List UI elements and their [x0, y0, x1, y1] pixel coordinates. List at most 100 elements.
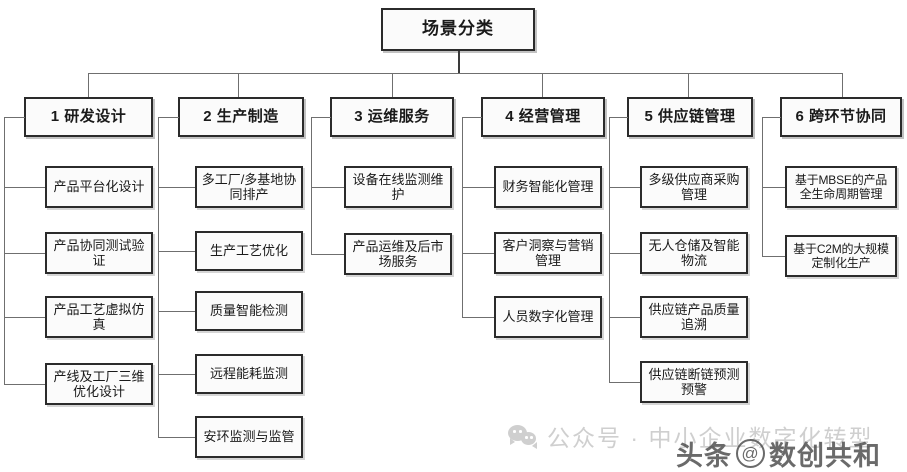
- root-node-scenario-classification[interactable]: 场景分类: [381, 8, 535, 51]
- connector-col-2-elbow: [158, 117, 179, 118]
- watermark-wechat: 公众号 · 中小企业数字化转型: [508, 419, 873, 453]
- category-label-col-2: 2 生产制造: [203, 108, 279, 126]
- connector-col-4-stub-1: [462, 187, 495, 188]
- leaf-label-col-6-2: 基于C2M的大规模定制化生产: [793, 241, 889, 270]
- category-header-col-2[interactable]: 2 生产制造: [178, 97, 304, 137]
- category-header-col-1[interactable]: 1 研发设计: [24, 97, 153, 137]
- connector-drop-col-4: [542, 73, 543, 97]
- leaf-node-col-6-1[interactable]: 基于MBSE的产品全生命周期管理: [785, 166, 897, 208]
- leaf-label-col-5-4: 供应链断链预测预警: [648, 366, 740, 397]
- connector-drop-col-2: [238, 73, 239, 97]
- leaf-node-col-1-2[interactable]: 产品协同测试验证: [45, 232, 153, 274]
- leaf-label-col-6-1: 基于MBSE的产品全生命周期管理: [794, 172, 888, 201]
- connector-root-stem: [458, 51, 460, 74]
- leaf-label-col-2-3: 质量智能检测: [209, 303, 288, 319]
- connector-bus-horizontal: [88, 73, 842, 74]
- connector-col-3-spine: [311, 117, 312, 255]
- connector-drop-col-1: [88, 73, 89, 97]
- category-label-col-6: 6 跨环节协同: [795, 108, 887, 126]
- at-sign-icon: @: [736, 439, 765, 468]
- connector-col-4-elbow: [462, 117, 482, 118]
- leaf-label-col-1-3: 产品工艺虚拟仿真: [53, 301, 145, 332]
- connector-drop-col-3: [392, 73, 393, 97]
- connector-col-5-stub-1: [609, 187, 641, 188]
- connector-drop-col-5: [688, 73, 689, 97]
- category-header-col-3[interactable]: 3 运维服务: [330, 97, 454, 137]
- connector-col-2-stub-4: [158, 374, 196, 375]
- leaf-label-col-1-4: 产线及工厂三维优化设计: [53, 368, 145, 399]
- category-header-col-6[interactable]: 6 跨环节协同: [780, 97, 902, 137]
- connector-col-4-stub-3: [462, 317, 495, 318]
- leaf-node-col-1-3[interactable]: 产品工艺虚拟仿真: [45, 296, 153, 338]
- connector-col-4-spine: [462, 117, 463, 318]
- connector-col-5-spine: [609, 117, 610, 383]
- leaf-node-col-1-4[interactable]: 产线及工厂三维优化设计: [45, 363, 153, 405]
- connector-col-1-spine: [4, 117, 5, 385]
- connector-col-6-stub-1: [762, 187, 786, 188]
- connector-col-1-stub-1: [4, 187, 46, 188]
- connector-col-1-stub-4: [4, 384, 46, 385]
- category-header-col-4[interactable]: 4 经营管理: [481, 97, 605, 137]
- leaf-label-col-2-1: 多工厂/多基地协同排产: [201, 171, 297, 202]
- watermark-wechat-label: 公众号 · 中小企业数字化转型: [547, 425, 874, 451]
- leaf-label-col-2-2: 生产工艺优化: [209, 243, 288, 259]
- leaf-node-col-4-1[interactable]: 财务智能化管理: [494, 166, 602, 208]
- leaf-node-col-5-4[interactable]: 供应链断链预测预警: [640, 361, 748, 403]
- connector-col-2-stub-1: [158, 187, 196, 188]
- leaf-node-col-2-1[interactable]: 多工厂/多基地协同排产: [195, 166, 303, 208]
- leaf-label-col-4-3: 人员数字化管理: [502, 309, 594, 325]
- leaf-node-col-5-2[interactable]: 无人仓储及智能物流: [640, 232, 748, 274]
- leaf-node-col-4-3[interactable]: 人员数字化管理: [494, 296, 602, 338]
- leaf-node-col-6-2[interactable]: 基于C2M的大规模定制化生产: [785, 235, 897, 277]
- category-label-col-3: 3 运维服务: [354, 108, 430, 126]
- category-label-col-5: 5 供应链管理: [644, 108, 736, 126]
- leaf-node-col-1-1[interactable]: 产品平台化设计: [45, 166, 153, 208]
- leaf-label-col-5-1: 多级供应商采购管理: [648, 171, 740, 202]
- connector-col-2-stub-2: [158, 251, 196, 252]
- connector-col-3-elbow: [311, 117, 331, 118]
- connector-col-6-stub-2: [762, 256, 786, 257]
- connector-col-5-stub-2: [609, 253, 641, 254]
- leaf-node-col-3-2[interactable]: 产品运维及后市场服务: [344, 233, 452, 275]
- connector-drop-col-6: [842, 73, 843, 97]
- leaf-node-col-2-3[interactable]: 质量智能检测: [195, 291, 303, 331]
- connector-col-1-elbow: [4, 117, 25, 118]
- connector-col-3-stub-2: [311, 254, 345, 255]
- leaf-label-col-1-1: 产品平台化设计: [53, 179, 145, 195]
- connector-col-2-stub-3: [158, 311, 196, 312]
- category-label-col-1: 1 研发设计: [50, 108, 127, 126]
- leaf-node-col-2-5[interactable]: 安环监测与监管: [195, 416, 303, 458]
- leaf-node-col-5-1[interactable]: 多级供应商采购管理: [640, 166, 748, 208]
- leaf-label-col-3-1: 设备在线监测维护: [352, 171, 444, 202]
- root-node-label: 场景分类: [422, 19, 494, 39]
- connector-col-5-elbow: [609, 117, 628, 118]
- leaf-node-col-3-1[interactable]: 设备在线监测维护: [344, 166, 452, 208]
- connector-col-5-stub-4: [609, 382, 641, 383]
- category-header-col-5[interactable]: 5 供应链管理: [627, 97, 753, 137]
- leaf-node-col-2-4[interactable]: 远程能耗监测: [195, 354, 303, 394]
- leaf-label-col-4-1: 财务智能化管理: [502, 179, 594, 195]
- connector-col-1-stub-3: [4, 317, 46, 318]
- connector-col-2-stub-5: [158, 437, 196, 438]
- leaf-label-col-3-2: 产品运维及后市场服务: [352, 238, 444, 269]
- leaf-node-col-4-2[interactable]: 客户洞察与营销管理: [494, 232, 602, 274]
- watermark-toutiao-prefix: 头条: [676, 441, 732, 471]
- leaf-node-col-5-3[interactable]: 供应链产品质量追溯: [640, 296, 748, 338]
- connector-col-2-spine: [158, 117, 159, 437]
- leaf-label-col-1-2: 产品协同测试验证: [53, 237, 145, 268]
- connector-col-6-elbow: [762, 117, 781, 118]
- watermark-toutiao: 头条 @ 数创共和: [676, 434, 881, 472]
- leaf-label-col-5-2: 无人仓储及智能物流: [648, 237, 740, 268]
- category-label-col-4: 4 经营管理: [505, 108, 581, 126]
- connector-col-1-stub-2: [4, 253, 46, 254]
- leaf-label-col-5-3: 供应链产品质量追溯: [648, 301, 740, 332]
- connector-col-3-stub-1: [311, 187, 345, 188]
- connector-col-4-stub-2: [462, 253, 495, 254]
- leaf-label-col-2-4: 远程能耗监测: [209, 366, 288, 382]
- leaf-label-col-4-2: 客户洞察与营销管理: [502, 237, 594, 268]
- watermark-toutiao-handle: 数创共和: [769, 441, 881, 471]
- wechat-icon: [508, 424, 538, 449]
- leaf-node-col-2-2[interactable]: 生产工艺优化: [195, 231, 303, 271]
- connector-col-5-stub-3: [609, 317, 641, 318]
